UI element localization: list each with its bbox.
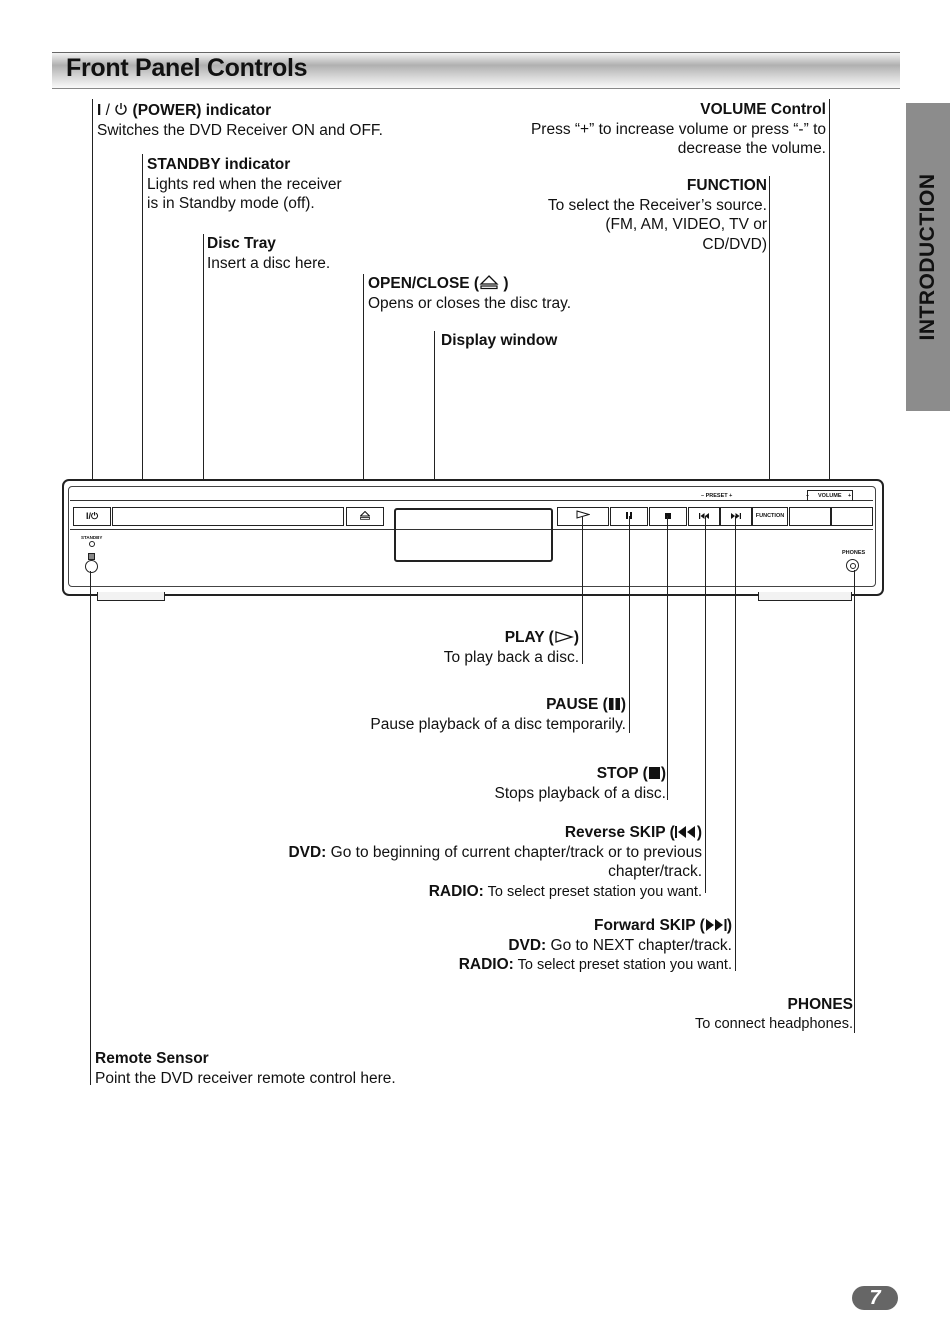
eject-icon xyxy=(479,275,499,290)
remote-sensor-callout: Remote Sensor Point the DVD receiver rem… xyxy=(95,1050,396,1087)
remote-sensor-leader xyxy=(90,571,91,1085)
function-button[interactable]: FUNCTION xyxy=(752,507,788,526)
phones-callout: PHONES To connect headphones. xyxy=(694,996,853,1032)
function-callout: FUNCTION To select the Receiver’s source… xyxy=(547,177,767,253)
volume-callout: VOLUME Control Press “+” to increase vol… xyxy=(530,101,826,157)
open-close-button[interactable] xyxy=(346,507,384,526)
volume-leader xyxy=(829,99,830,510)
play-callout: PLAY () To play back a disc. xyxy=(443,629,579,666)
remote-sensor xyxy=(85,560,98,573)
open-close-callout: OPEN/CLOSE ( ) Opens or closes the disc … xyxy=(368,275,572,312)
play-button[interactable] xyxy=(557,507,609,526)
panel-inner-frame xyxy=(68,486,876,587)
skip-forward-icon xyxy=(705,919,727,931)
power-button[interactable]: I/⏻ xyxy=(73,507,111,526)
eject-icon xyxy=(359,510,371,520)
function-leader xyxy=(769,176,770,512)
disc-tray[interactable] xyxy=(112,507,344,526)
volume-down-button[interactable] xyxy=(789,507,831,526)
standby-indicator xyxy=(89,541,95,547)
reverse-skip-callout: Reverse SKIP () DVD: Go to beginning of … xyxy=(288,824,702,900)
play-leader xyxy=(582,516,583,664)
skip-back-icon xyxy=(699,513,709,519)
phones-panel-label: PHONES xyxy=(842,550,866,556)
section-tab-label: INTRODUCTION xyxy=(916,173,939,341)
volume-plus-label: + xyxy=(848,493,852,499)
pause-leader xyxy=(629,516,630,733)
volume-up-button[interactable] xyxy=(831,507,873,526)
section-tab: INTRODUCTION xyxy=(906,103,950,411)
skip-back-icon xyxy=(674,826,695,838)
page-number: 7 xyxy=(852,1286,898,1310)
disc-tray-leader xyxy=(203,234,204,512)
stop-callout: STOP () Stops playback of a disc. xyxy=(494,765,666,802)
power-desc: Switches the DVD Receiver ON and OFF. xyxy=(97,121,383,139)
header-bar xyxy=(52,52,900,89)
left-foot xyxy=(97,592,165,601)
stop-icon xyxy=(665,513,671,519)
right-foot xyxy=(758,592,852,601)
open-close-leader xyxy=(363,274,364,510)
forward-skip-leader xyxy=(735,516,736,971)
stop-button[interactable] xyxy=(649,507,687,526)
disc-tray-callout: Disc Tray Insert a disc here. xyxy=(207,235,331,272)
control-strip xyxy=(70,500,873,530)
reverse-skip-leader xyxy=(705,516,706,893)
volume-panel-label: VOLUME xyxy=(818,493,842,499)
volume-minus-label: – xyxy=(806,493,810,499)
display-leader xyxy=(434,331,435,536)
play-icon xyxy=(555,631,575,643)
power-callout: I / (POWER) indicator Switches the DVD R… xyxy=(97,102,383,139)
forward-skip-callout: Forward SKIP () DVD: Go to NEXT chapter/… xyxy=(458,917,732,973)
standby-panel-label: STANDBY xyxy=(81,535,103,540)
phones-leader xyxy=(854,570,855,1033)
stop-icon xyxy=(648,767,660,779)
remote-sensor-window xyxy=(88,553,95,560)
stop-leader xyxy=(667,516,668,800)
power-icon xyxy=(115,103,127,115)
play-icon xyxy=(576,510,591,519)
display-callout: Display window xyxy=(441,332,558,349)
dvd-receiver-front-panel xyxy=(62,479,884,596)
forward-skip-button[interactable] xyxy=(720,507,752,526)
pause-icon xyxy=(626,512,632,519)
power-leader xyxy=(92,99,93,509)
skip-forward-icon xyxy=(731,513,741,519)
pause-icon xyxy=(608,698,620,710)
display-window xyxy=(394,508,553,562)
volume-bracket xyxy=(807,490,853,501)
pause-callout: PAUSE () Pause playback of a disc tempor… xyxy=(370,696,626,733)
preset-label: – PRESET + xyxy=(701,493,733,499)
phones-jack[interactable] xyxy=(846,559,859,572)
standby-callout: STANDBY indicator Lights red when the re… xyxy=(147,156,342,212)
reverse-skip-button[interactable] xyxy=(688,507,720,526)
standby-leader xyxy=(142,154,143,543)
page-title: Front Panel Controls xyxy=(66,54,308,82)
